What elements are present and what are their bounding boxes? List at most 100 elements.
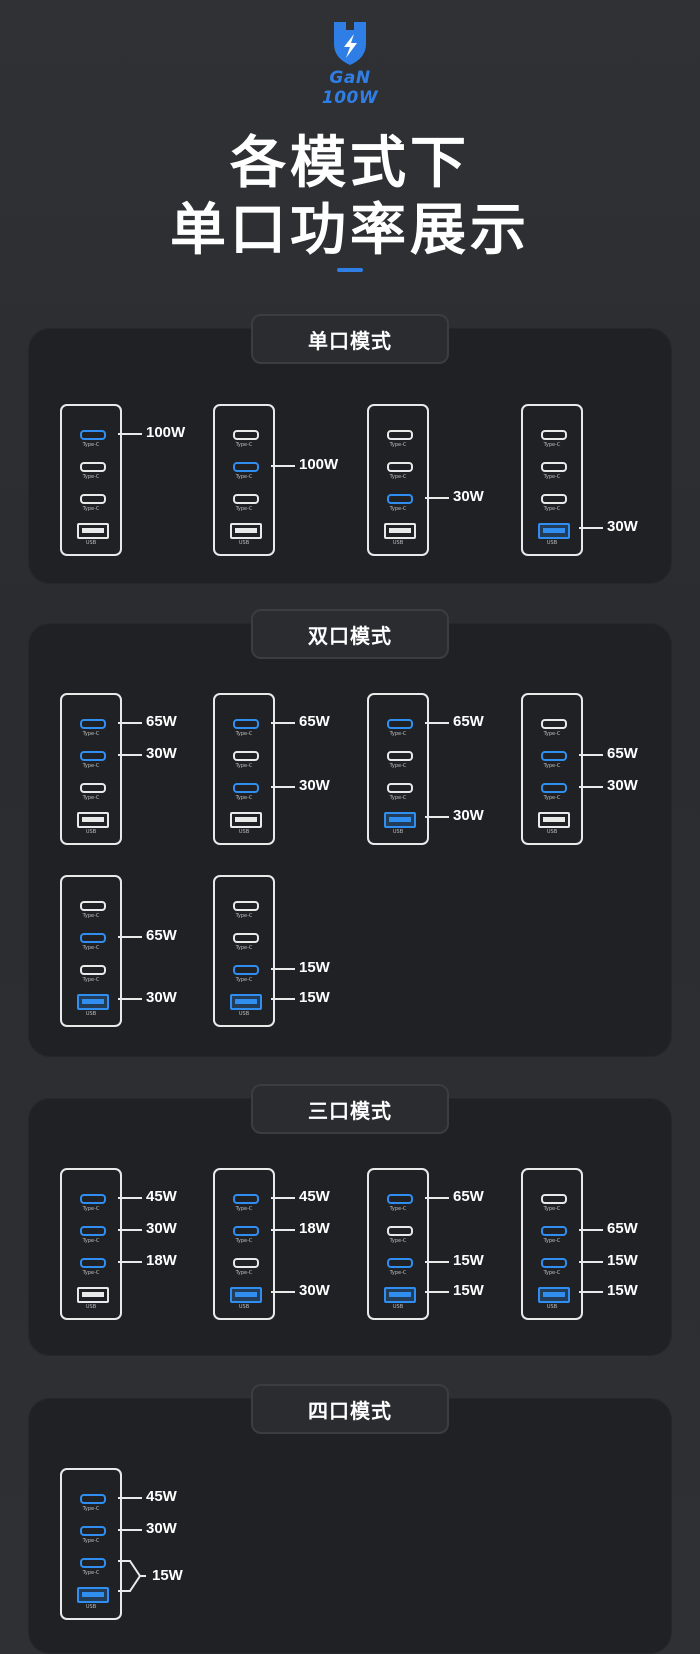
typec-port-label: Type-C	[82, 1538, 100, 1544]
mode-tab: 四口模式	[253, 1386, 447, 1432]
typec-port-label: Type-C	[82, 945, 100, 951]
usb-port	[77, 1587, 109, 1603]
merged-connector-bracket	[118, 1560, 146, 1592]
typec-port-label: Type-C	[543, 442, 561, 448]
typec-port	[80, 719, 106, 729]
port-wattage: 15W	[607, 1282, 638, 1299]
usb-port	[538, 1287, 570, 1303]
port-connector-line	[118, 1529, 142, 1531]
typec-port	[541, 1194, 567, 1204]
typec-port	[387, 494, 413, 504]
typec-port-label: Type-C	[82, 1506, 100, 1512]
typec-port	[80, 933, 106, 943]
typec-port	[80, 1226, 106, 1236]
port-connector-line	[579, 754, 603, 756]
typec-port	[233, 1226, 259, 1236]
typec-port-label: Type-C	[82, 913, 100, 919]
port-wattage: 15W	[299, 959, 330, 976]
typec-port-label: Type-C	[389, 795, 407, 801]
typec-port	[387, 719, 413, 729]
port-connector-line	[271, 968, 295, 970]
typec-port-label: Type-C	[389, 506, 407, 512]
title-underline	[337, 268, 363, 272]
typec-port	[80, 1558, 106, 1568]
typec-port-label: Type-C	[235, 1270, 253, 1276]
port-wattage: 15W	[453, 1252, 484, 1269]
usb-port	[538, 523, 570, 539]
port-wattage: 30W	[607, 518, 638, 535]
port-connector-line	[118, 998, 142, 1000]
port-wattage: 100W	[299, 456, 339, 473]
typec-port-label: Type-C	[389, 474, 407, 480]
typec-port	[541, 462, 567, 472]
typec-port-label: Type-C	[543, 474, 561, 480]
port-connector-line	[118, 754, 142, 756]
typec-port	[80, 1194, 106, 1204]
port-connector-line	[271, 1229, 295, 1231]
typec-port-label: Type-C	[235, 474, 253, 480]
port-connector-line	[271, 786, 295, 788]
typec-port	[233, 430, 259, 440]
port-connector-line	[425, 722, 449, 724]
port-wattage: 30W	[299, 1282, 330, 1299]
port-connector-line	[271, 465, 295, 467]
usb-port	[538, 812, 570, 828]
port-connector-line	[425, 1291, 449, 1293]
port-connector-line	[271, 722, 295, 724]
typec-port-label: Type-C	[389, 442, 407, 448]
mode-tab: 三口模式	[253, 1086, 447, 1132]
typec-port-label: Type-C	[543, 1238, 561, 1244]
port-wattage: 65W	[453, 1188, 484, 1205]
usb-port-label: USB	[85, 829, 97, 835]
page-title-line-2: 单口功率展示	[170, 198, 530, 263]
port-connector-line	[118, 722, 142, 724]
typec-port	[80, 494, 106, 504]
typec-port	[387, 751, 413, 761]
port-connector-line	[579, 527, 603, 529]
port-connector-line	[579, 786, 603, 788]
usb-port	[384, 812, 416, 828]
port-wattage: 30W	[146, 745, 177, 762]
usb-port-label: USB	[238, 540, 250, 546]
usb-port-label: USB	[85, 1011, 97, 1017]
usb-port-label: USB	[238, 829, 250, 835]
typec-port-label: Type-C	[389, 731, 407, 737]
port-connector-line	[118, 433, 142, 435]
port-connector-line	[425, 1261, 449, 1263]
typec-port	[233, 783, 259, 793]
typec-port-label: Type-C	[82, 1270, 100, 1276]
usb-port	[384, 523, 416, 539]
port-wattage: 65W	[607, 745, 638, 762]
typec-port	[387, 430, 413, 440]
typec-port	[80, 783, 106, 793]
typec-port-label: Type-C	[235, 913, 253, 919]
port-connector-line	[271, 1197, 295, 1199]
usb-port	[230, 812, 262, 828]
bracket-path	[118, 1560, 146, 1592]
typec-port	[80, 751, 106, 761]
usb-port-label: USB	[546, 829, 558, 835]
port-wattage: 18W	[146, 1252, 177, 1269]
typec-port-label: Type-C	[543, 795, 561, 801]
typec-port	[80, 1258, 106, 1268]
usb-port	[77, 994, 109, 1010]
typec-port-label: Type-C	[82, 1238, 100, 1244]
port-wattage: 30W	[146, 1220, 177, 1237]
port-wattage: 30W	[146, 1520, 177, 1537]
typec-port-label: Type-C	[82, 977, 100, 983]
usb-port-label: USB	[392, 1304, 404, 1310]
usb-port-label: USB	[546, 540, 558, 546]
typec-port-label: Type-C	[82, 1570, 100, 1576]
typec-port-label: Type-C	[389, 1206, 407, 1212]
port-connector-line	[579, 1291, 603, 1293]
typec-port	[80, 1494, 106, 1504]
port-connector-line	[118, 1497, 142, 1499]
typec-port	[387, 1194, 413, 1204]
